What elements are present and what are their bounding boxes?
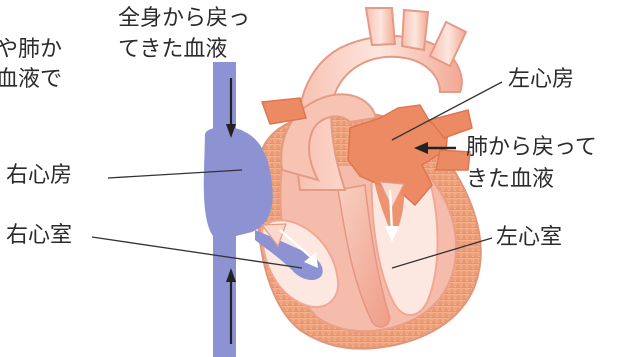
label-top-left-line2: 血液で: [0, 66, 62, 94]
label-from-body-line2: てきた血液: [118, 36, 227, 64]
pulmonary-vein-right-lower: [436, 150, 470, 170]
label-from-body-line1: 全身から戻っ: [118, 5, 250, 33]
label-right-atrium: 右心房: [6, 162, 72, 190]
label-right-ventricle: 右心室: [6, 222, 72, 250]
aortic-branch-3: [430, 22, 466, 66]
label-from-lungs-line2: きた血液: [466, 166, 554, 194]
label-top-left-line1: や肺か: [0, 36, 62, 64]
aortic-branch-2: [402, 10, 428, 50]
label-left-ventricle: 左心室: [496, 224, 562, 252]
label-left-atrium: 左心房: [508, 66, 574, 94]
aortic-branch-1: [366, 8, 395, 45]
label-from-lungs-line1: 肺から戻って: [466, 134, 597, 162]
